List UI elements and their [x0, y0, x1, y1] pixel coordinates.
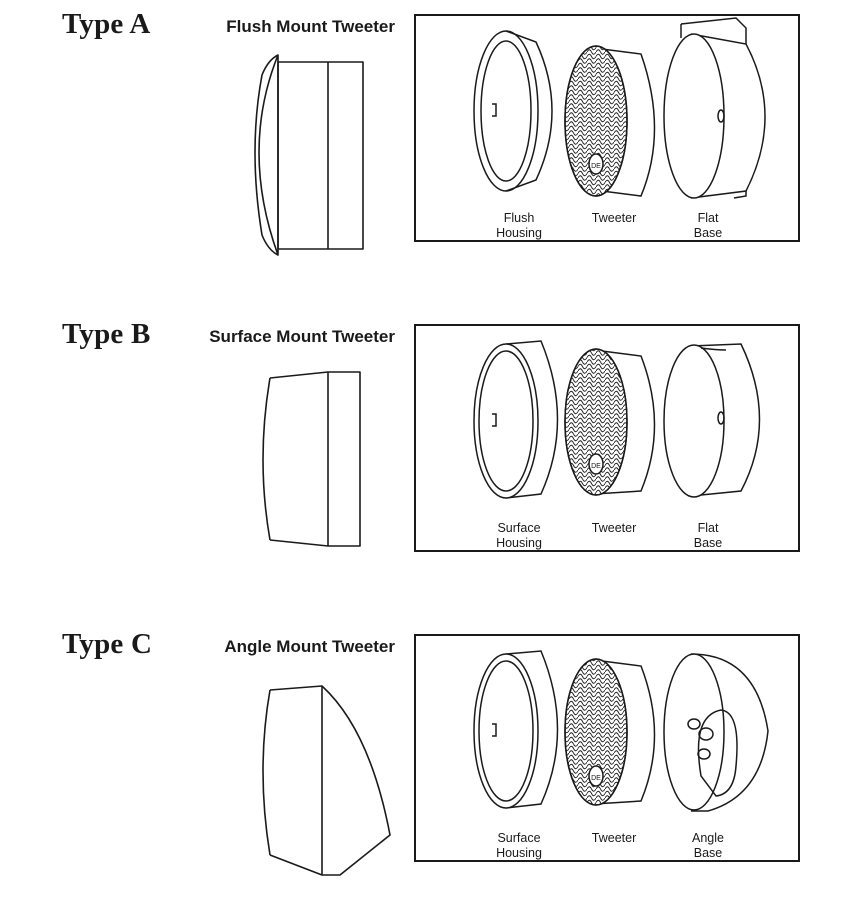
tweeter-part: DE	[564, 658, 656, 806]
type-b-section: Type B Surface Mount Tweeter	[0, 310, 861, 600]
type-a-title: Type A	[62, 8, 151, 40]
surface-mount-label: Surface Mount Tweeter	[209, 327, 395, 346]
flush-housing-part	[473, 30, 553, 192]
type-b-title: Type B	[62, 318, 151, 350]
angle-mount-label: Angle Mount Tweeter	[224, 637, 395, 656]
flush-mount-label: Flush Mount Tweeter	[226, 17, 395, 36]
svg-text:DE: DE	[591, 163, 601, 170]
angle-front-curve	[262, 689, 271, 856]
flush-mount-side-view	[254, 54, 364, 256]
type-a-section: Type A Flush Mount Tweeter	[0, 0, 861, 290]
flush-flange	[258, 54, 279, 256]
angle-body	[269, 685, 391, 876]
part-caption-tweeter: Tweeter	[591, 831, 637, 845]
tweeter-part: DE	[564, 45, 656, 197]
surface-body	[269, 371, 361, 547]
surface-housing-part	[473, 340, 559, 499]
part-caption-tweeter: Tweeter	[591, 521, 637, 535]
angle-mount-side-view	[262, 685, 391, 876]
type-c-section: Type C Angle Mount Tweeter	[0, 620, 861, 910]
flush-body	[277, 61, 364, 250]
type-c-title: Type C	[62, 628, 153, 660]
flat-base-part	[663, 343, 761, 498]
svg-text:DE: DE	[591, 463, 601, 470]
flush-flange-rim	[254, 54, 279, 256]
surface-mount-side-view	[262, 371, 361, 547]
part-caption-tweeter: Tweeter	[591, 211, 637, 225]
surface-housing-part	[473, 650, 559, 809]
tweeter-part: DE	[564, 348, 656, 496]
svg-text:DE: DE	[591, 775, 601, 782]
surface-front-curve	[262, 377, 271, 541]
flat-base-part	[663, 17, 766, 199]
angle-base-part	[663, 653, 769, 812]
